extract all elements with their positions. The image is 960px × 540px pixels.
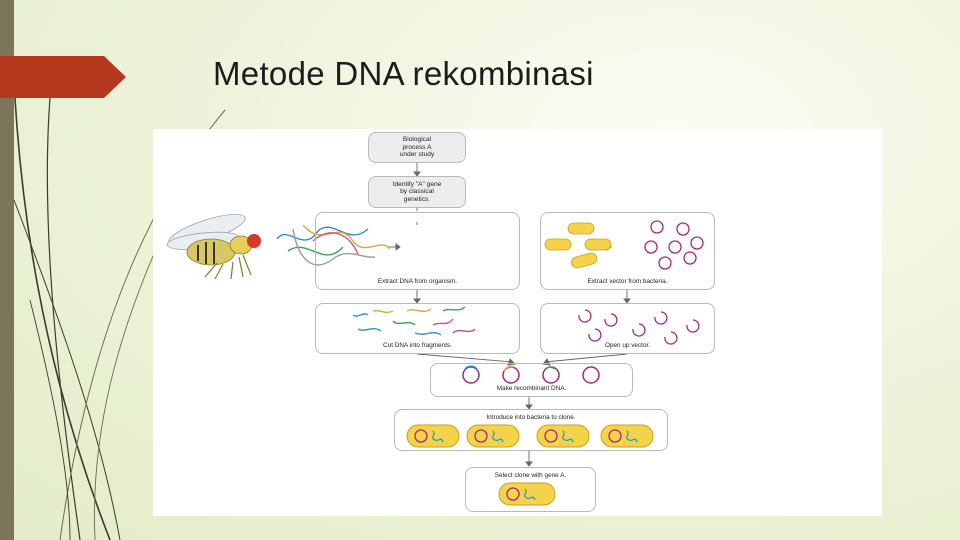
step-identify-gene-label: Identify "A" gene by classical genetics. xyxy=(392,180,442,203)
step-cut-dna-label: Cut DNA into fragments. xyxy=(383,342,452,350)
step-extract-dna: Extract DNA from organism. xyxy=(315,212,520,290)
fruit-fly-illustration xyxy=(166,214,261,280)
step-introduce-bacteria-label: Introduce into bacteria to clone. xyxy=(486,414,576,421)
recombinant-plasmids xyxy=(462,365,600,384)
step-introduce-bacteria: Introduce into bacteria to clone. xyxy=(394,409,668,451)
open-vectors xyxy=(578,309,700,345)
step-make-recombinant: Make recombinant DNA. xyxy=(430,363,633,397)
step-identify-gene: Identify "A" gene by classical genetics. xyxy=(368,176,466,208)
diagram-artwork xyxy=(166,163,704,506)
title-accent-arrow xyxy=(0,56,126,98)
step-cut-dna: Cut DNA into fragments. xyxy=(315,303,520,354)
step-extract-vector: Extract vector from bacteria. xyxy=(540,212,715,290)
step-open-vector: Open up vector. xyxy=(540,303,715,354)
step-select-clone-label: Select clone with gene A. xyxy=(494,472,567,479)
dna-fragments xyxy=(352,306,476,336)
page-title: Metode DNA rekombinasi xyxy=(213,55,594,92)
step-biological-process-label: Biological process A under study xyxy=(399,136,435,159)
bacteria-cells xyxy=(544,222,612,269)
step-extract-dna-label: Extract DNA from organism. xyxy=(377,278,458,286)
step-make-recombinant-label: Make recombinant DNA. xyxy=(496,385,567,393)
left-side-bar xyxy=(0,0,14,540)
step-select-clone: Select clone with gene A. xyxy=(465,467,596,512)
diagram-figure: Biological process A under study Identif… xyxy=(153,129,882,516)
step-open-vector-label: Open up vector. xyxy=(604,342,651,350)
step-biological-process: Biological process A under study xyxy=(368,132,466,163)
plasmid-circles xyxy=(644,220,704,270)
cloned-bacteria xyxy=(406,424,654,506)
step-extract-vector-label: Extract vector from bacteria. xyxy=(587,278,668,286)
